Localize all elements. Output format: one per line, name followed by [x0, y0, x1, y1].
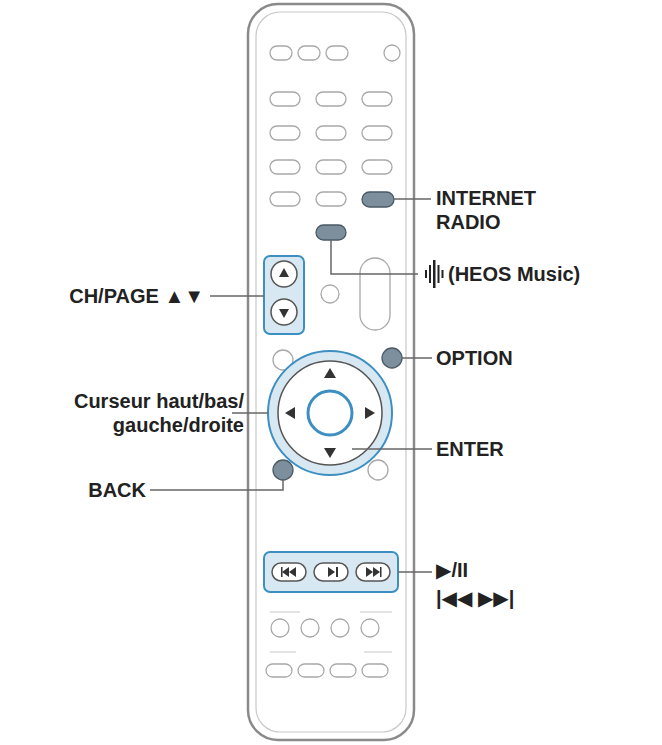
callout-label: Curseur haut/bas/ gauche/droite [4, 389, 244, 437]
back-button [273, 460, 293, 480]
callout-label: CH/PAGE ▲▼ [4, 284, 204, 308]
transport-buttons [272, 563, 390, 581]
callout-label: ENTER [436, 437, 586, 461]
heos-icon [425, 260, 444, 288]
transport-symbols [281, 567, 382, 577]
up-triangle [279, 268, 289, 277]
dpad-arrows [285, 368, 375, 458]
enter-button [308, 391, 352, 435]
chpage-highlight [264, 256, 304, 334]
callout-label: BACK [26, 478, 146, 502]
ch-up-button [271, 261, 297, 287]
remote-inner [256, 12, 406, 732]
transport-highlight [264, 552, 398, 592]
group-rules [270, 612, 392, 652]
callout-label: OPTION [436, 346, 586, 370]
callout-label: (HEOS Music) [448, 262, 648, 286]
remote-body [248, 4, 414, 740]
internet-radio-button [362, 192, 394, 207]
down-triangle [279, 309, 289, 318]
heos-button [316, 225, 346, 240]
callout-label: INTERNET RADIO [436, 186, 586, 234]
option-button [382, 348, 402, 368]
callout-label: |◀◀ ▶▶| [436, 586, 586, 610]
dpad-highlight [268, 351, 392, 475]
ch-down-button [271, 299, 297, 325]
callout-label: ▶/II [436, 558, 586, 582]
leader-lines [150, 199, 432, 572]
